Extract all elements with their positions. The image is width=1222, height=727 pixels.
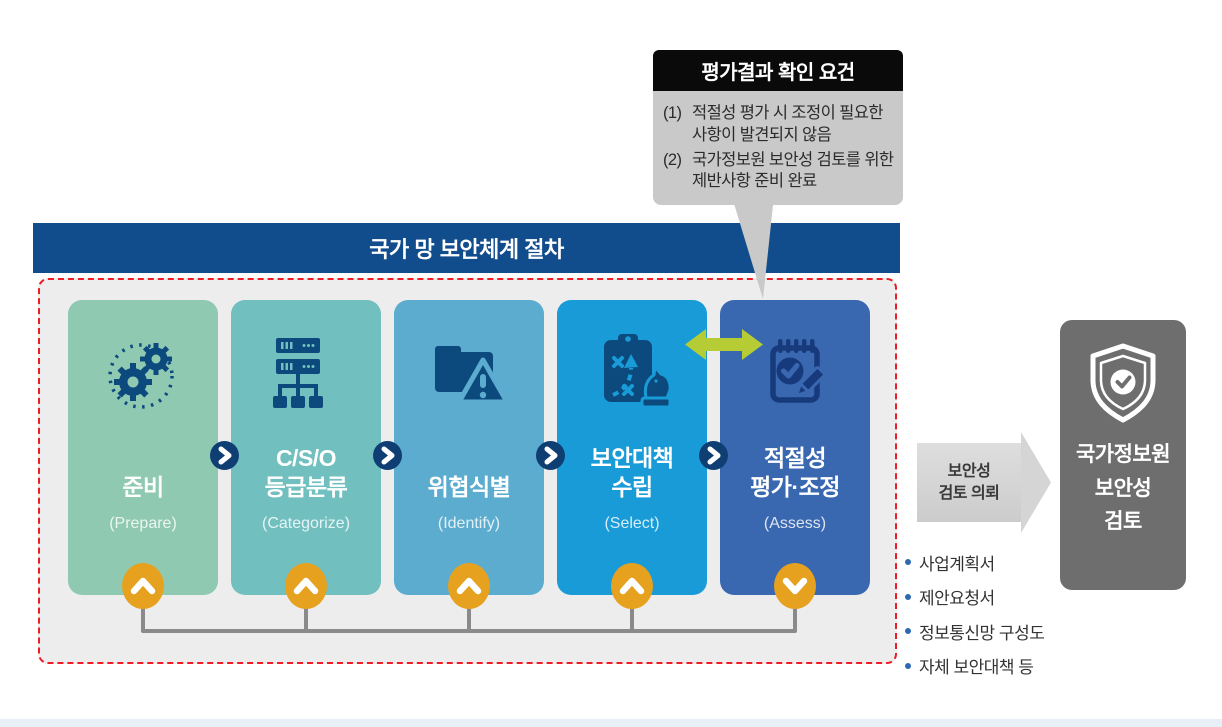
feedback-connector-stub [793, 604, 797, 631]
callout-item-number: (2) [663, 150, 682, 169]
document-name: 사업계획서 [919, 554, 995, 574]
document-name: 제안요청서 [919, 589, 995, 609]
step-sublabel: (Identify) [437, 515, 501, 532]
step-prepare: 준비 (Prepare) [68, 300, 218, 595]
feedback-connector-stub [467, 604, 471, 631]
document-name: 정보통신망 구성도 [919, 623, 1045, 643]
bullet-icon [905, 593, 911, 600]
step-sublabel: (Prepare) [109, 515, 177, 532]
list-item: 자체 보안대책 등 [905, 649, 1044, 684]
step-identify: 위협식별 (Identify) [394, 300, 544, 595]
feedback-up-arrow-icon [611, 563, 653, 609]
bullet-icon [905, 662, 911, 669]
nis-security-review-box: 국가정보원 보안성 검토 [1060, 320, 1186, 590]
feedback-up-arrow-icon [122, 563, 164, 609]
step-label: 위협식별 [427, 473, 511, 500]
list-item: 제안요청서 [905, 580, 1044, 615]
callout-item-text: 국가정보원 보안성 검토를 위한 제반사항 준비 완료 [692, 150, 894, 191]
step-label: 적절성 평가·조정 [750, 444, 840, 500]
required-documents-list: 사업계획서 제안요청서 정보통신망 구성도 자체 보안대책 등 [905, 545, 1045, 684]
strategy-icon [557, 326, 707, 418]
result-box-label: 국가정보원 보안성 검토 [1075, 443, 1171, 534]
step-categorize: C/S/O 등급분류 (Categorize) [231, 300, 381, 595]
step-select: 보안대책 수립 (Select) [557, 300, 707, 595]
callout-title: 평가결과 확인 요건 [653, 50, 903, 91]
step-sublabel: (Categorize) [261, 515, 351, 532]
feedback-up-arrow-icon [285, 563, 327, 609]
shield-check-icon [1060, 340, 1186, 428]
bullet-icon [905, 559, 911, 566]
evaluation-callout: 평가결과 확인 요건 (1) 적절성 평가 시 조정이 필요한 사항이 발견되지… [653, 50, 903, 206]
callout-item: (2) 국가정보원 보안성 검토를 위한 제반사항 준비 완료 [663, 150, 895, 194]
next-step-arrow-icon [373, 441, 402, 470]
step-label: 보안대책 수립 [590, 444, 674, 500]
feedback-down-arrow-icon [774, 563, 816, 609]
footer-strip [0, 719, 1222, 727]
next-step-arrow-icon [536, 441, 565, 470]
callout-body: (1) 적절성 평가 시 조정이 필요한 사항이 발견되지 않음 (2) 국가정… [653, 91, 903, 206]
gears-icon [68, 326, 218, 418]
step-label: C/S/O 등급분류 [264, 444, 348, 500]
security-review-request-arrow: 보안성 검토 의뢰 [917, 443, 1021, 522]
process-title: 국가 망 보안체계 절차 [369, 237, 564, 262]
list-item: 사업계획서 [905, 545, 1044, 580]
callout-item: (1) 적절성 평가 시 조정이 필요한 사항이 발견되지 않음 [663, 103, 895, 147]
bullet-icon [905, 628, 911, 635]
notepad-check-icon [720, 326, 870, 418]
feedback-connector-stub [141, 604, 145, 631]
feedback-connector-stub [630, 604, 634, 631]
folder-warning-icon [394, 326, 544, 418]
step-sublabel: (Select) [604, 515, 660, 532]
list-item: 정보통신망 구성도 [905, 614, 1045, 649]
document-name: 자체 보안대책 등 [919, 658, 1034, 678]
callout-item-text: 적절성 평가 시 조정이 필요한 사항이 발견되지 않음 [692, 104, 884, 144]
request-arrow-label: 보안성 검토 의뢰 [938, 462, 1000, 502]
feedback-connector-line [141, 629, 797, 633]
step-label: 준비 [122, 473, 164, 500]
network-icon [231, 326, 381, 418]
next-step-arrow-icon [210, 441, 239, 470]
security-review-request-arrow-head [1021, 432, 1051, 533]
feedback-up-arrow-icon [448, 563, 490, 609]
sync-double-arrow-icon [685, 327, 763, 362]
next-step-arrow-icon [699, 441, 728, 470]
callout-item-number: (1) [663, 104, 682, 122]
feedback-connector-stub [304, 604, 308, 631]
step-sublabel: (Assess) [763, 515, 827, 532]
